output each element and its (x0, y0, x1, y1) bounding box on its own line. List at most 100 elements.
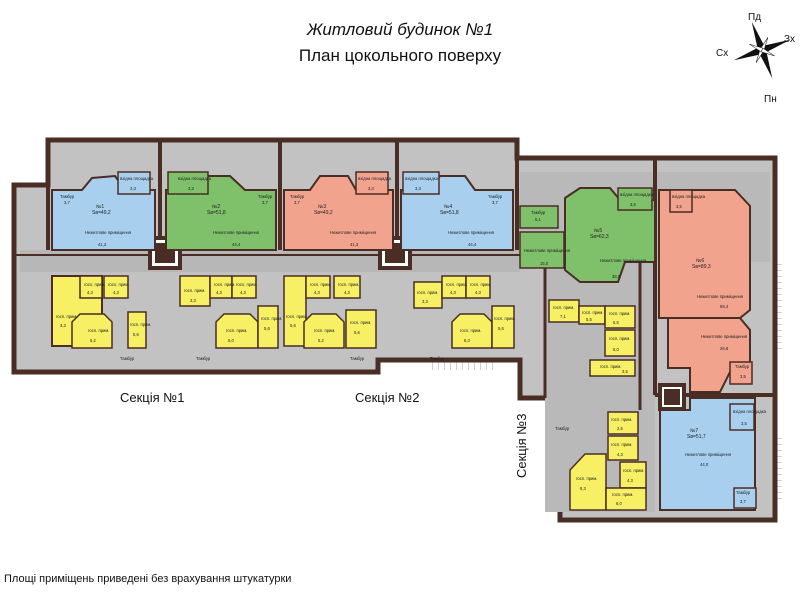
unit-2-tambur-area: 3,7 (262, 200, 268, 205)
storage-area: 5,6 (290, 323, 296, 328)
unit-5-stair: вхідна площадка (620, 192, 654, 197)
unit-6-area: Sв=89,3 (692, 264, 711, 270)
storage-label: госп. прим. (184, 288, 205, 293)
section-3-label: Секція №3 (514, 414, 529, 478)
unit-3-room: Нежитлове приміщення (330, 230, 376, 235)
unit-2-stair-area: 3,3 (188, 186, 194, 191)
storage-area: 4,3 (240, 290, 246, 295)
unit-1-tambur: Тамбур (60, 194, 75, 199)
unit-1: №1 Sв=49,2 Нежитлове приміщення 41,3 Там… (51, 171, 156, 251)
storage-area: 4,3 (450, 290, 456, 295)
unit-2-tambur: Тамбур (258, 194, 273, 199)
compass-west-label: Сх (716, 48, 729, 59)
storage-label: госп. прим. (88, 328, 109, 333)
unit-2-stair: вхідна площадка (178, 176, 212, 181)
unit-3-number: №3 (318, 204, 326, 210)
storage-labels: госп. прим. 4,3 госп. прим. 4,3 госп. пр… (56, 282, 644, 506)
storage-label: госп. прим. (214, 282, 235, 287)
storage-area: 5,2 (318, 338, 324, 343)
unit-1-room-area: 41,3 (98, 242, 107, 247)
unit-4-number: №4 (444, 204, 452, 210)
unit-4: №4 Sв=51,8 Нежитлове приміщення 44,4 Там… (400, 171, 514, 251)
storage-area: 4,3 (344, 290, 350, 295)
unit-4-tambur-area: 3,7 (492, 200, 498, 205)
unit-3-room-area: 41,3 (350, 242, 359, 247)
storage-label: госп. прим. (84, 282, 105, 287)
unit-6-tambur-area: 3,5 (740, 374, 746, 379)
storage-label: госп. прим. (600, 364, 621, 369)
storage-label: госп. прим. (261, 316, 282, 321)
storage-area: 5,5 (613, 320, 619, 325)
unit-1-stair-area: 3,3 (130, 186, 136, 191)
unit-7-room: Нежитлове приміщення (685, 452, 731, 457)
storage-label: госп. прим. (609, 336, 630, 341)
unit-1-room: Нежитлове приміщення (85, 230, 131, 235)
unit-2-number: №2 (212, 204, 220, 210)
unit-5-stair-area: 3,5 (630, 202, 636, 207)
unit-6: №6 Sв=89,3 Нежитлове приміщення 58,4 Неж… (658, 189, 753, 393)
storage-label: госп. прим. (460, 328, 481, 333)
storage-label: госп. прим. (56, 314, 77, 319)
storage-area: 4,3 (314, 290, 320, 295)
unit-3-tambur: Тамбур (290, 194, 305, 199)
unit-5-extra-area: 15,0 (540, 261, 549, 266)
unit-2: №2 Sв=51,8 Нежитлове приміщення 44,4 Там… (165, 171, 277, 251)
storage-label: госп. прим. (470, 282, 491, 287)
section-1-label: Секція №1 (120, 390, 184, 405)
unit-7-tambur: Тамбур (736, 490, 751, 495)
unit-3-tambur-area: 3,7 (294, 200, 300, 205)
tambur-label: Тамбур (196, 356, 211, 361)
unit-7: №7 Sв=51,7 Нежитлове приміщення 44,0 Там… (659, 397, 767, 511)
unit-7-number: №7 (690, 428, 698, 434)
page-subtitle: План цокольного поверху (298, 46, 502, 65)
tambur-label: Тамбур (350, 356, 365, 361)
tambur-label: Тамбур (120, 356, 135, 361)
unit-2-room-area: 44,4 (232, 242, 241, 247)
unit-6-stair: вхідна площадка (672, 194, 706, 199)
storage-area: 5,0 (228, 338, 234, 343)
storage-label: госп. прим. (314, 328, 335, 333)
storage-label: госп. прим. (310, 282, 331, 287)
storage-label: госп. прим. (576, 476, 597, 481)
storage-label: госп. прим. (108, 282, 129, 287)
unit-6-room2-area: 26,8 (720, 346, 729, 351)
storage-blocks (51, 275, 647, 511)
storage-label: госп. прим. (611, 417, 632, 422)
unit-4-stair-area: 3,3 (415, 186, 421, 191)
storage-label: госп. прим. (611, 442, 632, 447)
storage-area: 5,5 (586, 317, 592, 322)
storage-area: 8,3 (580, 486, 586, 491)
tambur-label: Тамбур (430, 356, 445, 361)
storage-area: 5,6 (498, 326, 504, 331)
unit-2-area: Sв=51,8 (207, 210, 226, 216)
storage-label: госп. прим. (446, 282, 467, 287)
unit-6-number: №6 (696, 258, 704, 264)
storage-area: 4,3 (87, 290, 93, 295)
storage-area: 4,3 (627, 478, 633, 483)
storage-area: 8,3 (464, 338, 470, 343)
unit-4-stair: вхідна площадка (405, 176, 439, 181)
unit-7-stair-area: 3,5 (741, 421, 747, 426)
unit-1-tambur-area: 3,7 (64, 200, 70, 205)
storage-area: 2,5 (617, 426, 623, 431)
storage-area: 3,3 (60, 323, 66, 328)
storage-area: 3,5 (622, 369, 628, 374)
unit-6-room-area: 58,4 (720, 304, 729, 309)
footnote: Площі приміщень приведені без врахування… (4, 573, 292, 585)
storage-label: госп. прим. (130, 322, 151, 327)
storage-label: госп. прим. (612, 492, 633, 497)
storage-area: 3,3 (190, 298, 196, 303)
storage-area: 7,1 (560, 314, 566, 319)
storage-area: 5,6 (264, 326, 270, 331)
storage-label: госп. прим. (338, 282, 359, 287)
compass-rose: Пд Зх Сх Пн (712, 10, 798, 106)
storage-label: госп. прим. (286, 314, 307, 319)
storage-label: госп. прим. (417, 290, 438, 295)
unit-6-room2: Нежитлове приміщення (701, 334, 747, 339)
storage-area: 5,6 (133, 332, 139, 337)
unit-5-extra-room: Нежитлове приміщення (524, 248, 570, 253)
unit-7-room-area: 44,0 (700, 462, 709, 467)
unit-1-area: Sв=49,2 (92, 210, 111, 216)
unit-2-room: Нежитлове приміщення (213, 230, 259, 235)
unit-6-stair-area: 3,5 (676, 204, 682, 209)
